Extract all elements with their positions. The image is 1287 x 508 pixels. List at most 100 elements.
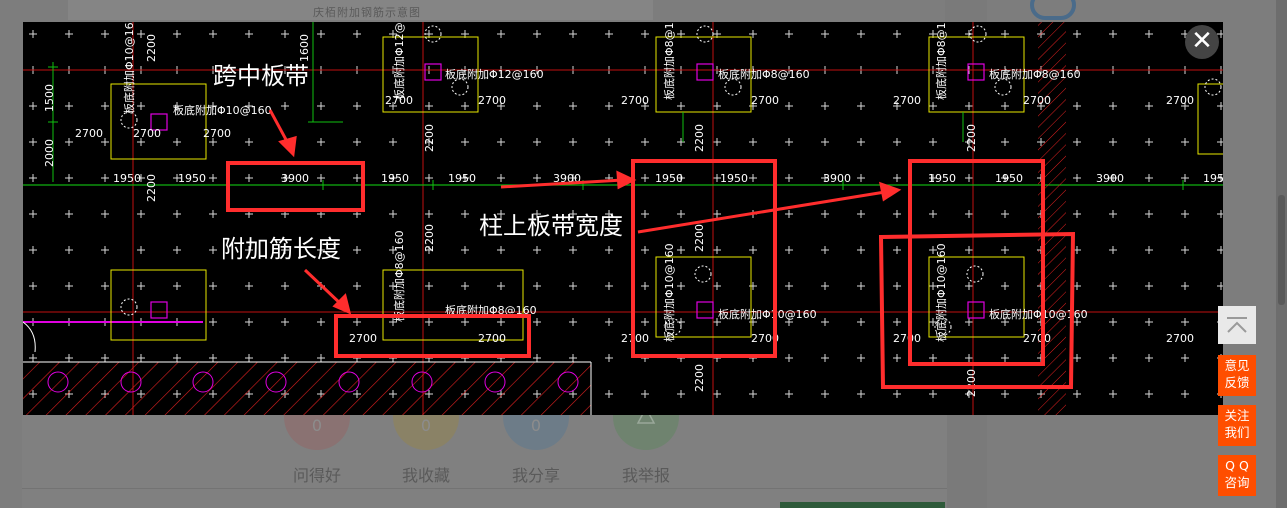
grid-plus-marker [857,138,865,146]
grid-plus-marker [461,318,469,326]
scrollbar-thumb[interactable] [1278,195,1285,305]
follow-line-2: 我们 [1224,425,1250,440]
qq-consult-button[interactable]: Q Q 咨询 [1218,455,1256,496]
grid-plus-marker [929,354,937,362]
dim-text: 2700 [478,332,506,345]
stat-count: 0 [311,416,323,435]
grid-plus-marker [1145,390,1153,398]
grid-plus-marker [965,102,973,110]
dim-text: 2200 [965,124,978,152]
grid-plus-marker [569,174,577,182]
grid-plus-marker [569,210,577,218]
grid-plus-marker [173,354,181,362]
dim-text: 1950 [178,172,206,185]
grid-plus-marker [1217,138,1223,146]
grid-plus-marker [425,318,433,326]
annotation-column-strip-width: 柱上板带宽度 [479,212,623,240]
grid-plus-marker [569,30,577,38]
grid-plus-marker [173,210,181,218]
grid-plus-marker [641,138,649,146]
grid-plus-marker [353,318,361,326]
annotation-box-column-strip [631,159,777,358]
background-header: 庆栢附加钢筋示意图 [68,0,653,20]
dim-text: 2200 [965,369,978,397]
grid-plus-marker [929,102,937,110]
grid-plus-marker [533,102,541,110]
grid-plus-marker [1217,210,1223,218]
close-viewer-button[interactable]: ✕ [1185,25,1219,59]
grid-plus-marker [1181,210,1189,218]
grid-plus-marker [1001,282,1009,290]
grid-plus-marker [677,282,685,290]
grid-plus-marker [1217,174,1223,182]
dim-text: 1950 [113,172,141,185]
grid-plus-marker [209,354,217,362]
grid-plus-marker [1181,318,1189,326]
dim-text: 2700 [75,127,103,140]
grid-plus-marker [893,138,901,146]
grid-plus-marker [569,282,577,290]
grid-plus-marker [353,102,361,110]
grid-plus-marker [1109,138,1117,146]
follow-us-button[interactable]: 关注 我们 [1218,405,1256,446]
grid-plus-marker [605,138,613,146]
grid-plus-marker [749,282,757,290]
dim-text: 2200 [145,34,158,62]
arrow-up-icon [1227,317,1247,333]
rebar-label: 板底附加Φ8@160 [662,22,676,100]
stat-label: 我分享 [511,466,560,485]
grid-plus-marker [857,246,865,254]
grid-plus-marker [929,246,937,254]
dim-text: 3900 [281,172,309,185]
grid-plus-marker [1109,354,1117,362]
grid-plus-marker [677,174,685,182]
grid-plus-marker [29,282,37,290]
grid-plus-marker [353,30,361,38]
grid-plus-marker [929,282,937,290]
grid-plus-marker [533,354,541,362]
grid-plus-marker [677,390,685,398]
grid-plus-marker [1109,30,1117,38]
grid-plus-marker [893,282,901,290]
grid-plus-marker [389,210,397,218]
grid-plus-marker [245,318,253,326]
grid-plus-marker [137,102,145,110]
grid-plus-marker [1001,318,1009,326]
image-viewer[interactable]: 2700 2700 2700 2700 2700 2700 2700 2700 … [23,22,1223,415]
grid-plus-marker [713,318,721,326]
back-to-top-button[interactable] [1218,306,1256,344]
grid-plus-marker [1109,282,1117,290]
grid-plus-marker [137,174,145,182]
grid-plus-marker [1073,282,1081,290]
dim-text: 2700 [621,94,649,107]
grid-plus-marker [605,30,613,38]
grid-plus-marker [1145,102,1153,110]
grid-plus-marker [1073,30,1081,38]
grid-plus-marker [641,210,649,218]
stat-label: 我举报 [621,466,670,485]
grid-plus-marker [857,102,865,110]
divider [22,488,947,489]
grid-plus-marker [461,138,469,146]
feedback-button[interactable]: 意见 反馈 [1218,355,1256,396]
grid-plus-marker [1145,354,1153,362]
grid-plus-marker [389,246,397,254]
grid-plus-marker [1181,282,1189,290]
grid-plus-marker [353,174,361,182]
rebar-label: 板底附加Φ12@160 [392,22,406,100]
qq-line-1: Q Q [1225,458,1249,473]
grid-plus-marker [821,354,829,362]
rebar-label: 板底附加Φ10@160 [122,22,136,114]
grid-plus-marker [1073,102,1081,110]
grid-plus-marker [713,174,721,182]
grid-plus-marker [605,318,613,326]
grid-plus-marker [605,390,613,398]
grid-plus-marker [137,210,145,218]
grid-plus-marker [857,390,865,398]
grid-plus-marker [929,390,937,398]
grid-plus-marker [173,30,181,38]
grid-plus-marker [317,138,325,146]
dim-text: 2700 [1166,332,1194,345]
grid-plus-marker [209,318,217,326]
grid-plus-marker [317,30,325,38]
